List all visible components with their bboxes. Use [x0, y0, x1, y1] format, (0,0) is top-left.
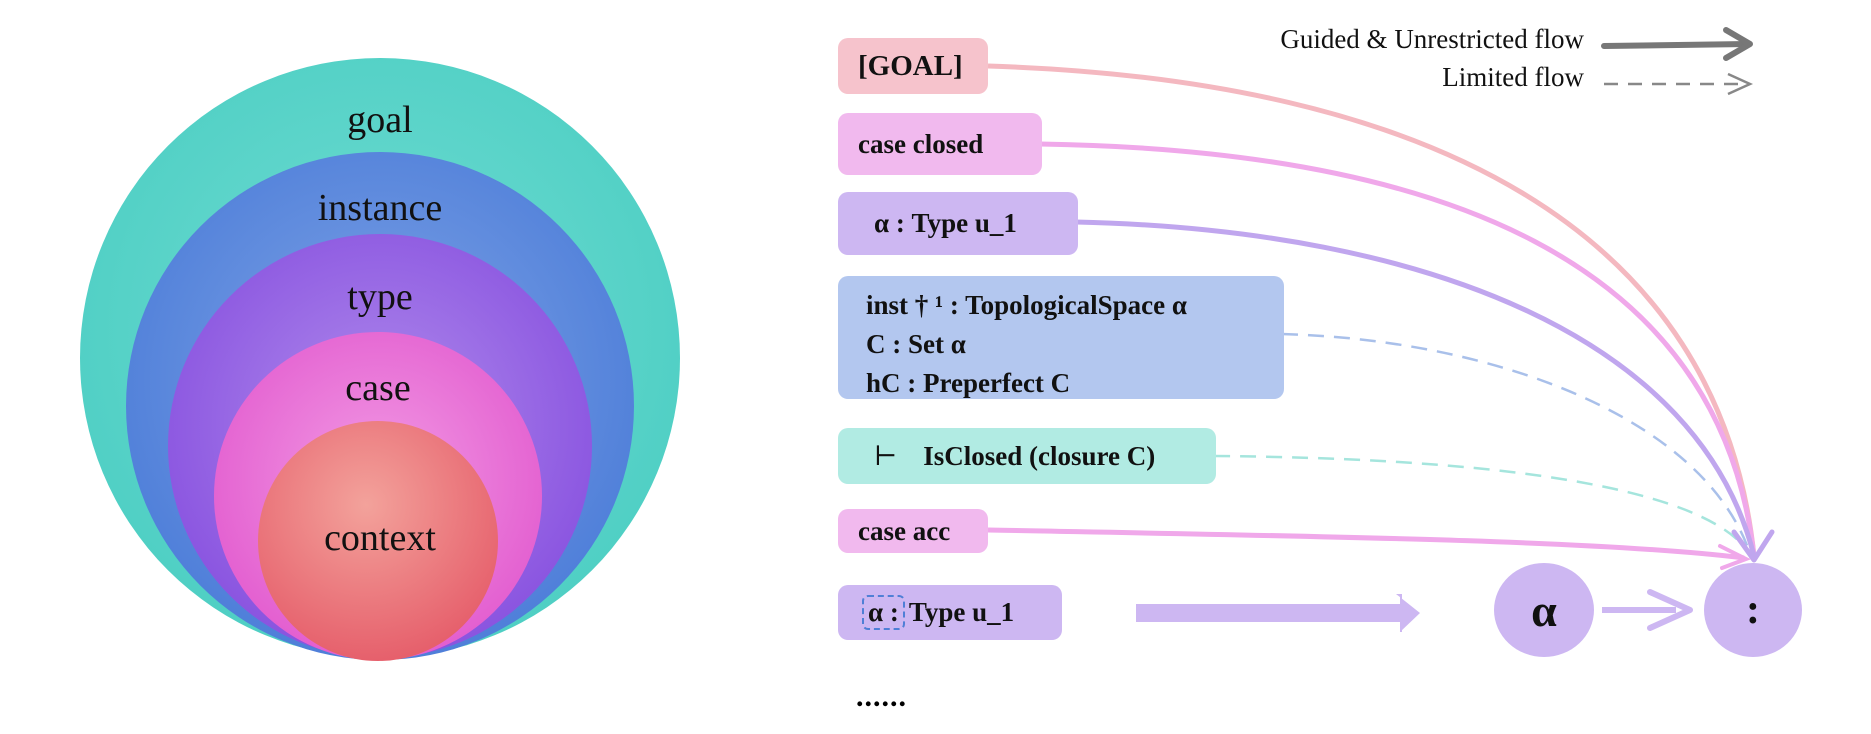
box-alpha-type-text: α : Type u_1 — [874, 208, 1017, 238]
ring-context — [258, 421, 498, 661]
legend-solid-arrowhead — [1723, 27, 1753, 61]
ring-label-case: case — [345, 367, 411, 409]
context-line-1: inst † ¹ : TopologicalSpace α — [866, 290, 1187, 320]
node-colon: : — [1704, 563, 1802, 657]
ring-label-context: context — [324, 517, 436, 559]
context-line-2: C : Set α — [866, 329, 966, 359]
box-case-acc-text: case acc — [858, 515, 951, 546]
alpha-to-colon-arrowhead — [1647, 589, 1693, 631]
legend-solid-label: Guided & Unrestricted flow — [1280, 24, 1584, 54]
flow-converge-arrowhead — [1731, 529, 1775, 563]
box-context: inst † ¹ : TopologicalSpace α C : Set α … — [838, 276, 1284, 399]
box-alpha-type: α : Type u_1 — [838, 192, 1078, 255]
flow-case-acc — [987, 527, 1745, 561]
flow-alpha-type — [1075, 219, 1757, 557]
box-case-closed-text: case closed — [858, 128, 984, 159]
flow-context — [1281, 332, 1750, 549]
box-goal: [GOAL] — [838, 38, 988, 94]
node-alpha-text: α — [1531, 584, 1557, 636]
box-goal-statement-text: IsClosed (closure C) — [923, 440, 1156, 471]
ring-label-goal: goal — [347, 99, 413, 141]
legend-solid-line — [1601, 41, 1751, 49]
ring-label-type: type — [347, 276, 413, 318]
node-colon-text: : — [1746, 587, 1760, 633]
flow-goal-stmt — [1213, 454, 1743, 545]
box-goal-text: [GOAL] — [858, 49, 963, 82]
turnstile-symbol: ⊢ — [874, 440, 898, 471]
token-arrow-tip — [1396, 594, 1420, 632]
token-arrow-shaft — [1136, 604, 1400, 622]
flow-case-closed — [1039, 141, 1757, 557]
ring-label-instance: instance — [317, 187, 443, 229]
ellipsis: ...... — [856, 680, 907, 713]
legend-dashed-label: Limited flow — [1442, 62, 1584, 92]
box-case-closed: case closed — [838, 113, 1042, 175]
box-alpha-type-tokenized: α : Type u_1 — [838, 585, 1062, 640]
box-case-acc: case acc — [838, 509, 988, 553]
box-goal-statement: ⊢ IsClosed (closure C) — [838, 428, 1216, 484]
flow-goal — [987, 63, 1757, 557]
flow-case-acc-arrowhead — [1718, 544, 1751, 570]
alpha-token-highlight: α : — [862, 595, 905, 630]
box-alpha-type-tokenized-rest: Type u_1 — [908, 597, 1015, 627]
legend-dashed-arrowhead — [1727, 72, 1754, 96]
node-alpha: α — [1494, 563, 1594, 657]
context-line-3: hC : Preperfect C — [866, 368, 1071, 398]
